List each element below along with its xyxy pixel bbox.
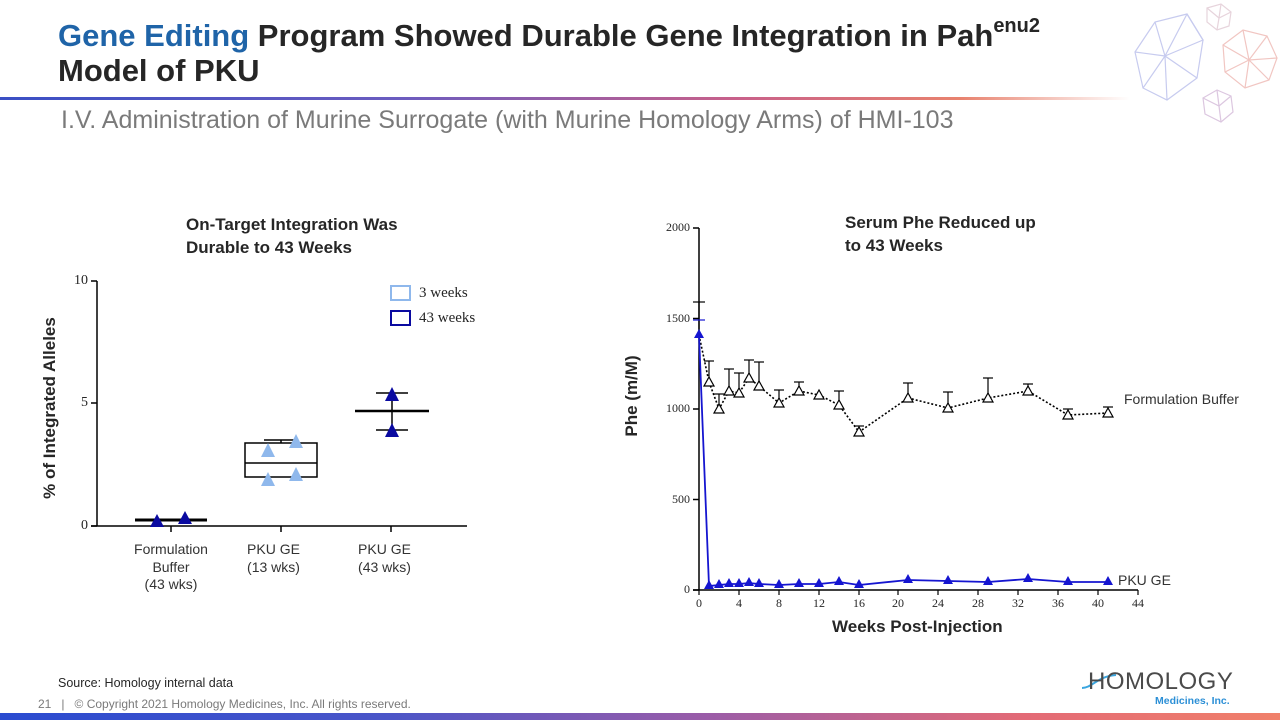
right-x-axis-label: Weeks Post-Injection [832,617,1003,636]
right-chart-title-line-2: to 43 Weeks [845,236,943,255]
footer-copyright: 21 | © Copyright 2021 Homology Medicines… [38,697,411,711]
title-main: Program Showed Durable Gene Integration … [249,18,994,53]
logo-wordmark: HOMOLOGY [1088,668,1234,695]
title-line-2: Model of PKU [58,53,260,88]
right-ytick-0: 0 [684,582,690,596]
source-note: Source: Homology internal data [58,676,234,690]
left-chart-title: On-Target Integration Was Durable to 43 … [186,213,398,259]
right-y-axis-label: Phe (m/M) [622,355,641,437]
legend-label-3-weeks: 3 weeks [419,285,468,301]
series-label-formulation-buffer: Formulation Buffer [1124,391,1239,407]
company-logo: HOMOLOGY Medicines, Inc. [1080,668,1240,708]
page-number: 21 [38,697,52,711]
left-y-axis-label: % of Integrated Alleles [40,317,59,499]
copyright-text: © Copyright 2021 Homology Medicines, Inc… [74,697,411,711]
legend-swatch-43-weeks [390,310,411,326]
left-ytick-0: 0 [81,518,88,533]
polyhedra-decoration-icon [1134,3,1278,123]
legend-label-43-weeks: 43 weeks [419,310,476,326]
slide-subtitle: I.V. Administration of Murine Surrogate … [61,106,954,134]
right-chart-title-line-1: Serum Phe Reduced up [845,213,1036,232]
right-ytick-1000: 1000 [666,401,690,415]
left-ytick-10: 10 [74,273,88,288]
title-superscript: enu2 [993,15,1040,37]
right-ytick-2000: 2000 [666,220,690,234]
legend-swatch-3-weeks [390,285,411,301]
left-xtick-pku-ge-13: PKU GE (13 wks) [247,541,300,575]
left-xtick-formulation-buffer: Formulation Buffer (43 wks) [134,541,208,592]
title-accent: Gene Editing [58,18,250,53]
left-chart-title-line-1: On-Target Integration Was [186,215,398,234]
right-chart-title: Serum Phe Reduced up to 43 Weeks [845,211,1036,257]
left-chart-title-line-2: Durable to 43 Weeks [186,238,352,257]
slide-title: Gene Editing Program Showed Durable Gene… [58,15,1138,88]
bottom-gradient-bar [0,713,1280,720]
logo-subtitle: Medicines, Inc. [1155,695,1230,707]
logo-swoosh-icon [1081,674,1117,689]
right-ytick-500: 500 [672,492,690,506]
title-divider [0,97,1130,100]
left-xtick-pku-ge-43: PKU GE (43 wks) [358,541,411,575]
series-label-pku-ge: PKU GE [1118,572,1171,588]
left-ytick-5: 5 [81,395,88,410]
footer-separator: | [61,697,65,711]
right-ytick-1500: 1500 [666,311,690,325]
